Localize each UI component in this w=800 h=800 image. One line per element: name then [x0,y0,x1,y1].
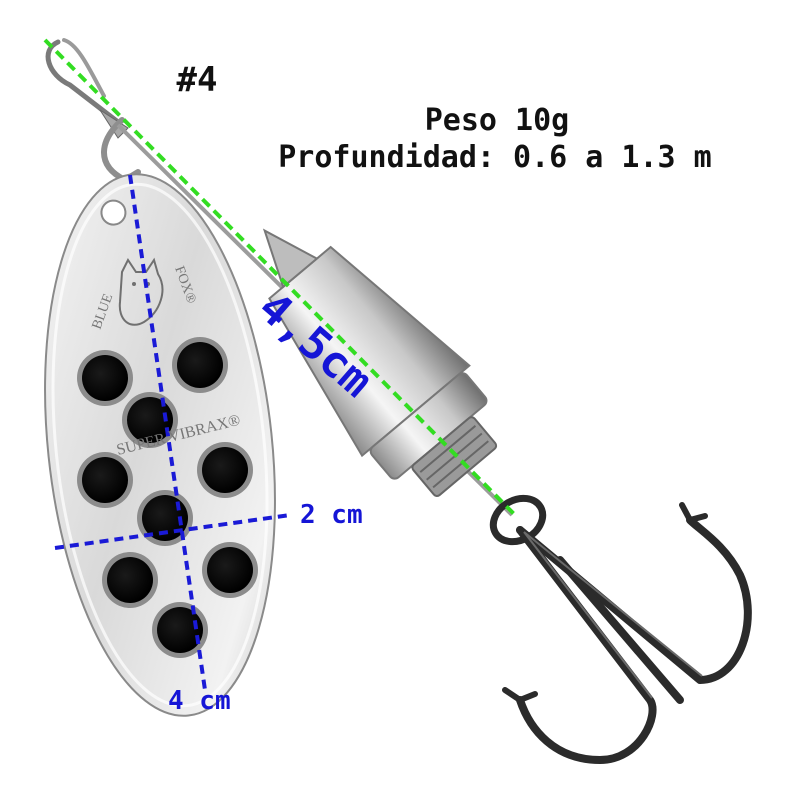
blade-dot [82,355,128,401]
height-label: 4 cm [168,686,231,716]
blade-dot [207,547,253,593]
treble-hook [502,502,752,764]
model-number: #4 [176,60,218,100]
width-dimension-line [54,513,291,550]
depth-label: Profundidad: 0.6 a 1.3 m [278,140,712,175]
blade-dot [82,457,128,503]
blade-dot [202,447,248,493]
blade-dot [127,397,173,443]
treble-hook-highlight [523,531,703,699]
width-label: 2 cm [300,500,363,530]
weight-label: Peso 10g [424,103,570,138]
height-dimension-line [128,174,207,691]
blade-dot [157,607,203,653]
blade-dot [177,342,223,388]
blade-dot [107,557,153,603]
